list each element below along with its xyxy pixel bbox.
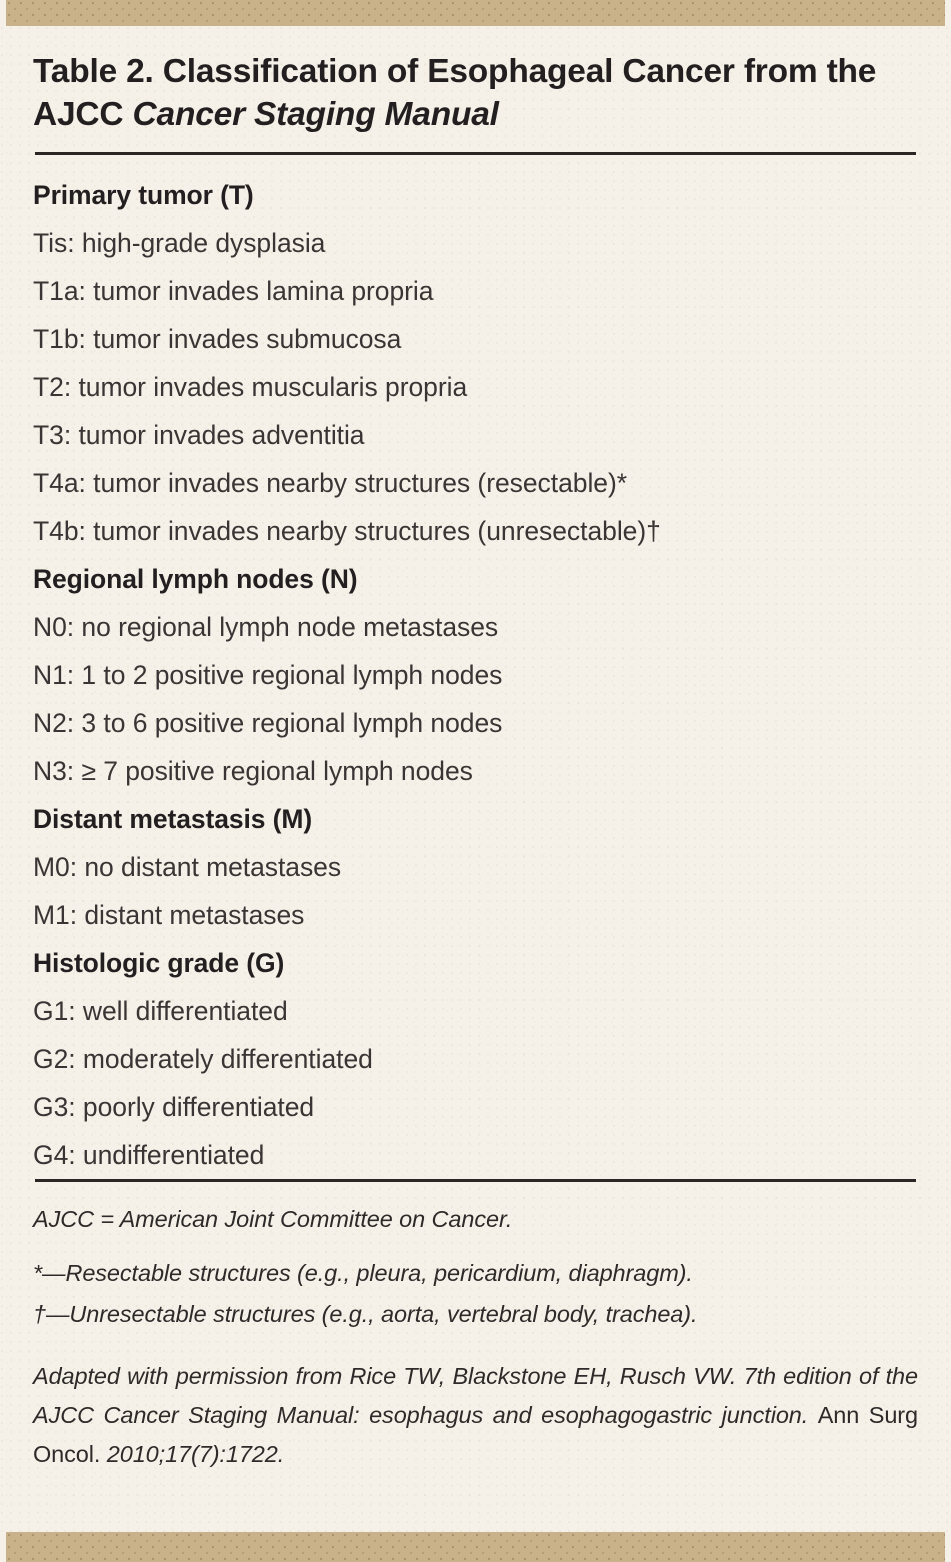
bottom-decorative-bar — [6, 1532, 945, 1562]
list-item: Tis: high-grade dysplasia — [33, 228, 326, 258]
title-italic-part: Cancer Staging Manual — [132, 96, 499, 133]
footnote-abbreviation: AJCC = American Joint Committee on Cance… — [33, 1206, 513, 1232]
list-item: T4b: tumor invades nearby structures (un… — [33, 516, 661, 546]
section-heading-n: Regional lymph nodes (N) — [33, 564, 358, 594]
citation-lead: Adapted with permission from Rice TW, Bl… — [33, 1363, 918, 1428]
list-item: N0: no regional lymph node metastases — [33, 612, 499, 642]
list-item: G2: moderately differentiated — [33, 1044, 373, 1074]
classification-list: Primary tumor (T) Tis: high-grade dyspla… — [33, 155, 918, 1179]
section-heading-m: Distant metastasis (M) — [33, 804, 313, 834]
top-decorative-bar — [6, 0, 945, 26]
citation-journal: Ann Surg Oncol. — [33, 1402, 918, 1467]
list-item: M0: no distant metastases — [33, 852, 342, 882]
citation-tail: 2010;17(7):1722. — [100, 1441, 285, 1467]
list-item: G1: well differentiated — [33, 996, 288, 1026]
section-heading-t: Primary tumor (T) — [33, 180, 254, 210]
section-heading-g: Histologic grade (G) — [33, 948, 285, 978]
list-item: N3: ≥ 7 positive regional lymph nodes — [33, 756, 473, 786]
table-content: Table 2. Classification of Esophageal Ca… — [0, 26, 951, 1532]
list-item: N1: 1 to 2 positive regional lymph nodes — [33, 660, 503, 690]
list-item: T4a: tumor invades nearby structures (re… — [33, 468, 628, 498]
list-item: M1: distant metastases — [33, 900, 305, 930]
list-item: N2: 3 to 6 positive regional lymph nodes — [33, 708, 503, 738]
list-item: G4: undifferentiated — [33, 1140, 265, 1170]
list-item: G3: poorly differentiated — [33, 1092, 315, 1122]
table-card: Table 2. Classification of Esophageal Ca… — [0, 26, 951, 1532]
title-divider — [35, 152, 916, 155]
list-item: T3: tumor invades adventitia — [33, 420, 365, 450]
title-prefix: Table 2. Classification of Esophageal Ca… — [33, 53, 877, 133]
footnote-star: *—Resectable structures (e.g., pleura, p… — [33, 1260, 693, 1286]
footnote-divider — [35, 1179, 916, 1182]
footnote-dagger: †—Unresectable structures (e.g., aorta, … — [33, 1301, 698, 1327]
footnotes: AJCC = American Joint Committee on Cance… — [33, 1182, 918, 1474]
list-item: T1a: tumor invades lamina propria — [33, 276, 434, 306]
page-title: Table 2. Classification of Esophageal Ca… — [33, 26, 918, 136]
list-item: T1b: tumor invades submucosa — [33, 324, 402, 354]
list-item: T2: tumor invades muscularis propria — [33, 372, 468, 402]
source-citation: Adapted with permission from Rice TW, Bl… — [33, 1357, 918, 1474]
